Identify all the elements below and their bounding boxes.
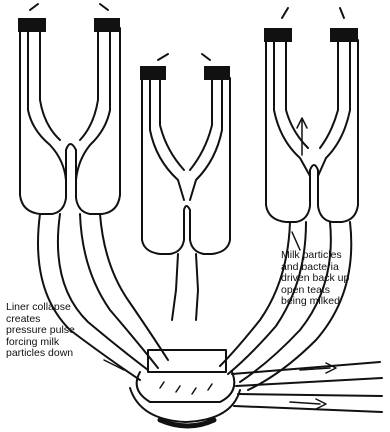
liner-collapse-label: Liner collapse creates pressure pulse fo… [6,302,116,360]
right-pointer-arrow [292,232,300,250]
milk-particles-label: Milk particles and bacteria driven back … [281,250,386,308]
center-teat-cup [140,54,230,320]
left-teat-cup [18,4,120,214]
right-teat-cup [264,8,358,222]
